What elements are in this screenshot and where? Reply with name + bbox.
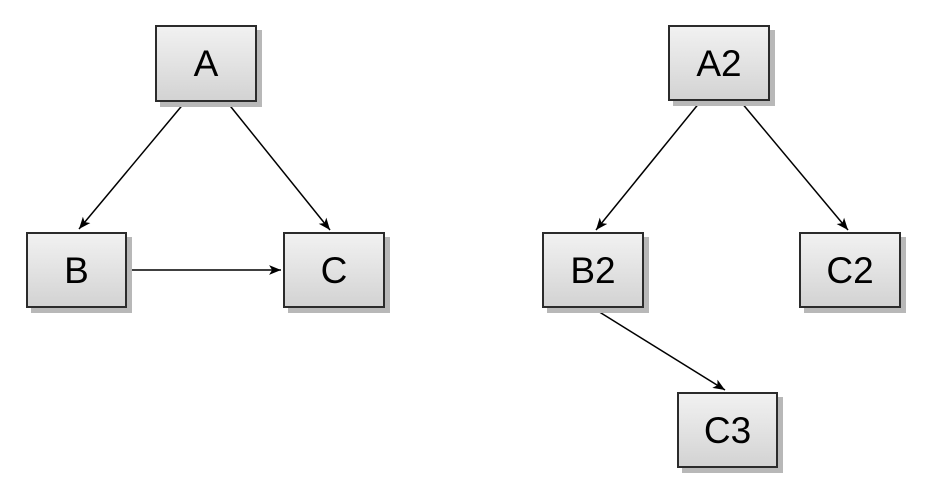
node-C3[interactable]: C3 <box>677 392 778 468</box>
edge-B2-C3[interactable] <box>592 307 726 391</box>
node-label: B <box>64 249 89 291</box>
edge-A2-B2[interactable] <box>595 101 701 231</box>
node-label: C2 <box>826 249 874 291</box>
node-A2[interactable]: A2 <box>668 25 770 101</box>
node-label: A <box>193 43 219 84</box>
edge-A-C[interactable] <box>226 101 331 231</box>
node-C[interactable]: C <box>283 232 385 308</box>
node-label: C3 <box>703 409 752 451</box>
node-C2[interactable]: C2 <box>799 232 901 308</box>
node-B2[interactable]: B2 <box>542 232 644 308</box>
node-A[interactable]: A <box>155 25 257 102</box>
node-label: C <box>320 249 348 291</box>
edge-A2-C2[interactable] <box>740 101 849 231</box>
node-label: B2 <box>570 249 616 291</box>
node-label: A2 <box>696 42 742 84</box>
edge-A-B[interactable] <box>78 101 186 230</box>
node-B[interactable]: B <box>26 232 127 308</box>
